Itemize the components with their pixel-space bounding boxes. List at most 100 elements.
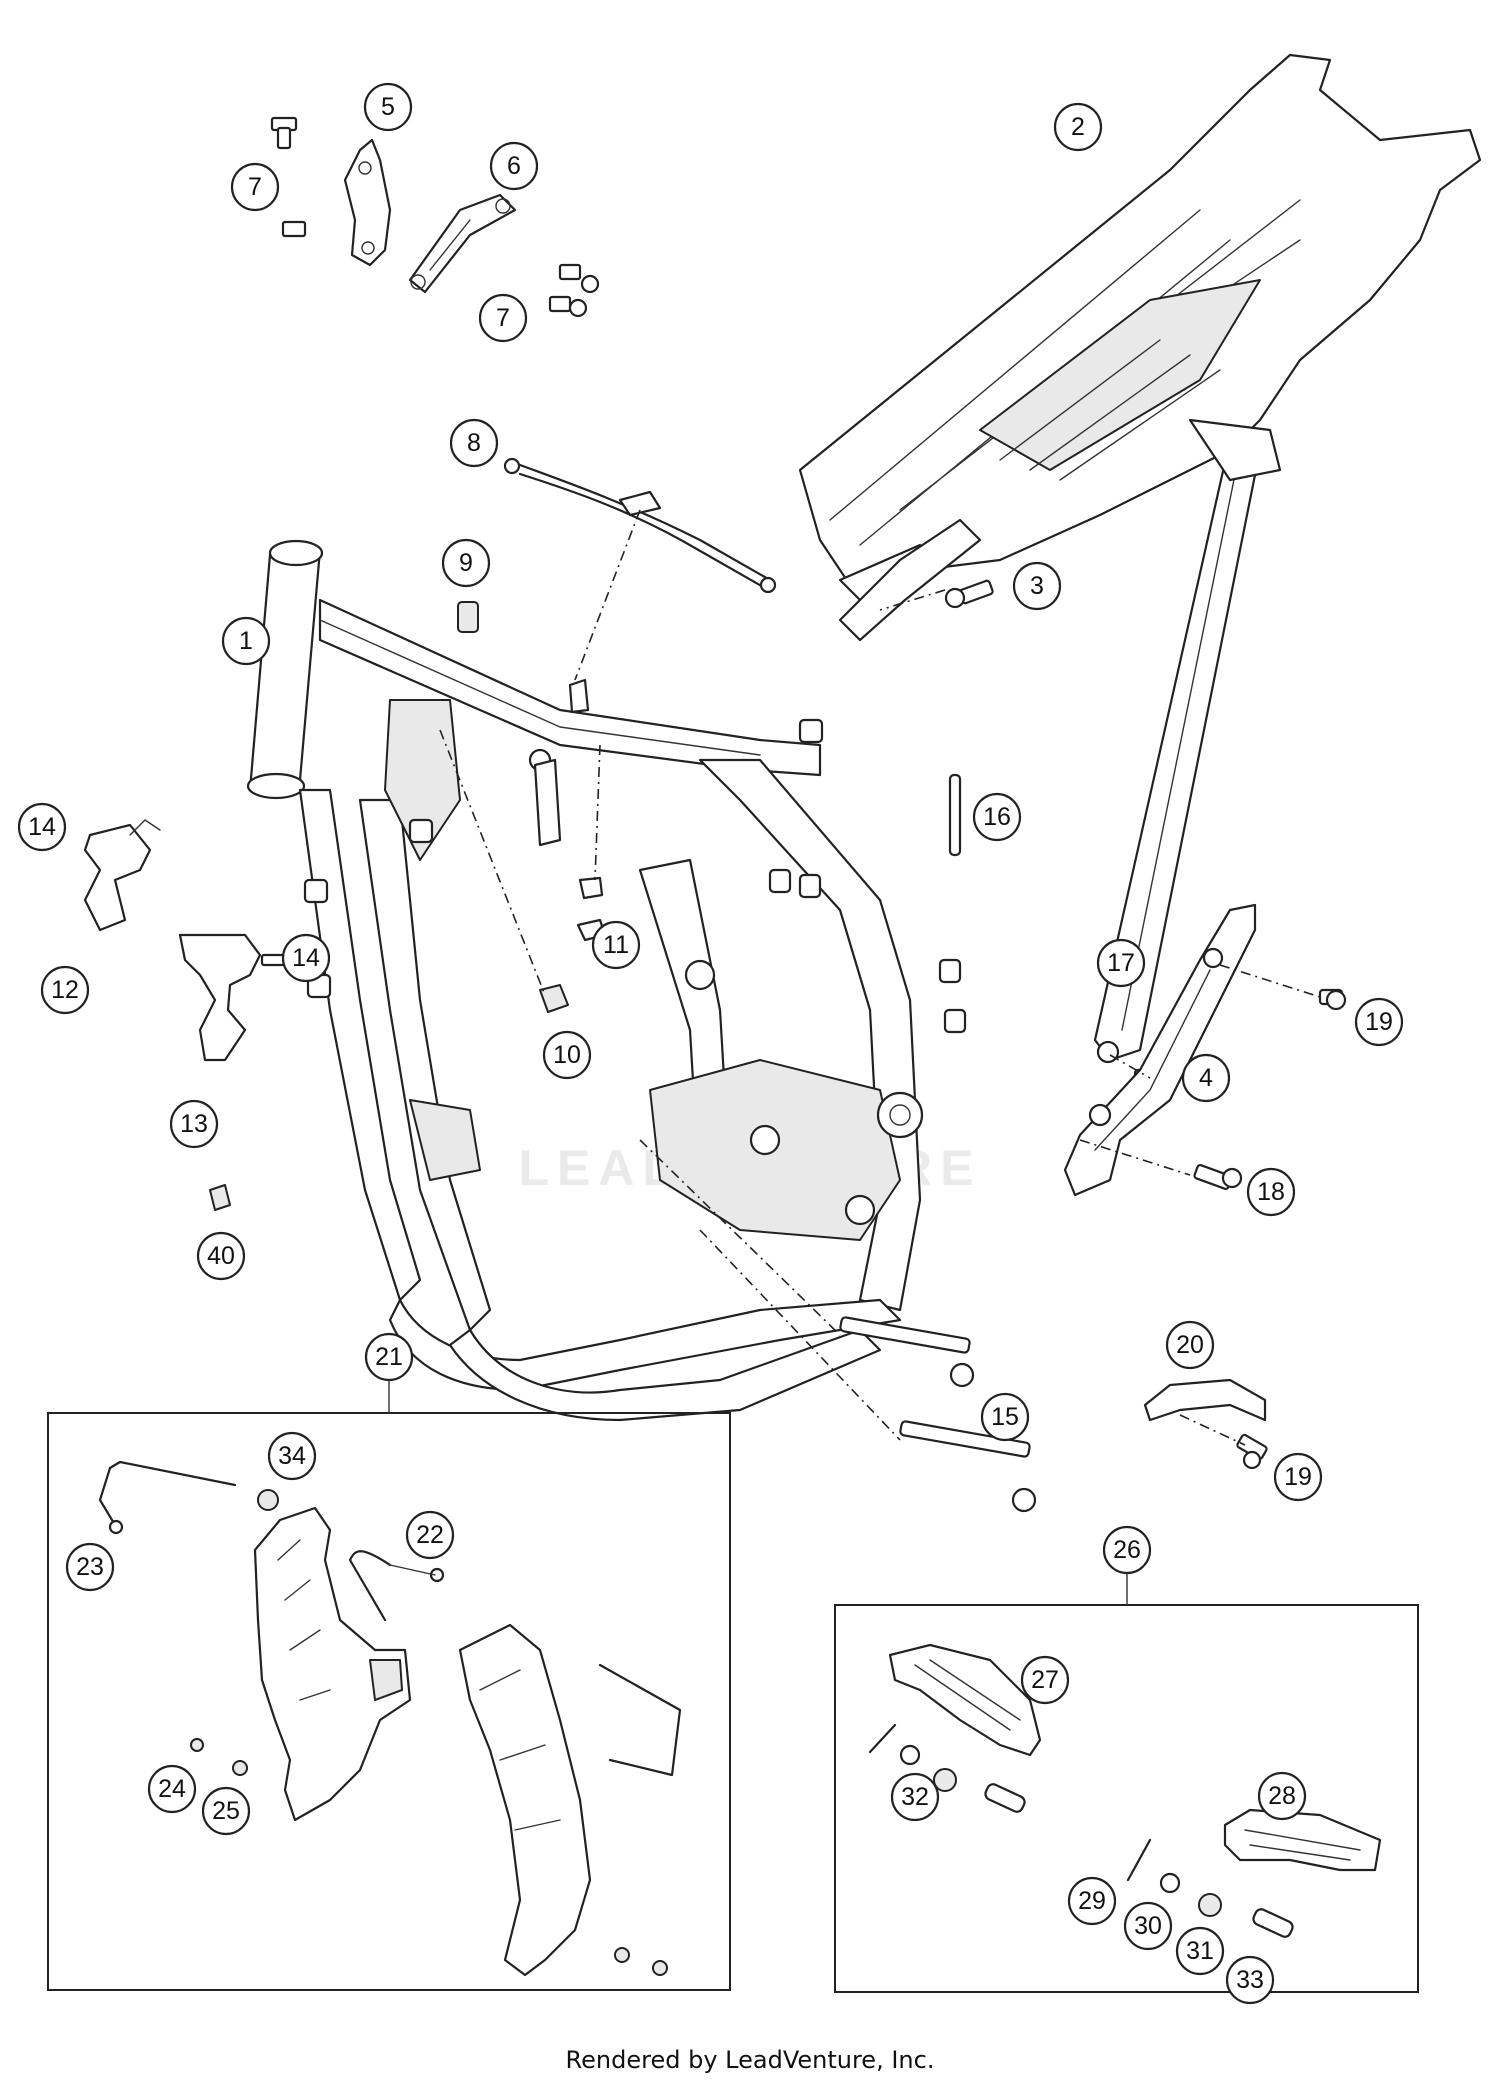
callout-9: 9 xyxy=(441,538,491,588)
svg-text:40: 40 xyxy=(207,1242,235,1270)
svg-text:13: 13 xyxy=(180,1110,208,1138)
callout-31: 31 xyxy=(1175,1926,1225,1976)
callout-26: 26 xyxy=(1102,1525,1152,1575)
callout-21: 21 xyxy=(364,1332,414,1382)
svg-text:14: 14 xyxy=(28,813,56,841)
part-bolt-18 xyxy=(1193,1164,1243,1190)
svg-text:26: 26 xyxy=(1113,1536,1141,1564)
callout-16: 16 xyxy=(972,792,1022,842)
callout-6: 6 xyxy=(489,141,539,191)
part-nut-bottom-a xyxy=(614,1947,630,1963)
callout-8: 8 xyxy=(449,418,499,468)
svg-text:9: 9 xyxy=(459,549,473,577)
part-bracket-5 xyxy=(343,138,392,267)
callout-20: 20 xyxy=(1165,1320,1215,1370)
svg-text:33: 33 xyxy=(1236,1966,1264,1994)
svg-text:8: 8 xyxy=(467,429,481,457)
svg-text:27: 27 xyxy=(1031,1666,1059,1694)
part-clip-10 xyxy=(539,984,569,1013)
callout-29: 29 xyxy=(1067,1876,1117,1926)
part-main-frame xyxy=(246,539,967,1422)
callout-7b: 7 xyxy=(478,293,528,343)
callout-2: 2 xyxy=(1053,102,1103,152)
callout-4: 4 xyxy=(1181,1053,1231,1103)
svg-text:14: 14 xyxy=(292,944,320,972)
callout-23: 23 xyxy=(65,1542,115,1592)
part-screw-24 xyxy=(190,1738,204,1752)
svg-text:7: 7 xyxy=(248,173,262,201)
part-wire-right xyxy=(598,1663,682,1777)
callout-22: 22 xyxy=(405,1510,455,1560)
part-guide-20 xyxy=(1143,1378,1267,1422)
leader-lines xyxy=(439,509,1321,1446)
callout-30: 30 xyxy=(1123,1901,1173,1951)
svg-text:1: 1 xyxy=(239,627,253,655)
svg-text:18: 18 xyxy=(1257,1178,1285,1206)
callout-10: 10 xyxy=(542,1030,592,1080)
part-bolt-3 xyxy=(944,579,994,609)
svg-text:29: 29 xyxy=(1078,1887,1106,1915)
callout-3: 3 xyxy=(1012,561,1062,611)
part-rear-subframe xyxy=(798,53,1482,1064)
part-wire-22 xyxy=(348,1550,445,1622)
callout-33: 33 xyxy=(1225,1955,1275,2005)
callout-19b: 19 xyxy=(1273,1452,1323,1502)
svg-text:20: 20 xyxy=(1176,1331,1204,1359)
callout-7a: 7 xyxy=(230,162,280,212)
callout-12: 12 xyxy=(40,965,90,1015)
callout-15: 15 xyxy=(980,1392,1030,1442)
callout-25: 25 xyxy=(201,1786,251,1836)
part-chain-guide-17 xyxy=(1063,903,1257,1197)
part-wire-23 xyxy=(98,1460,237,1535)
svg-text:21: 21 xyxy=(375,1343,403,1371)
part-footpeg-27 xyxy=(888,1643,1042,1757)
callout-14b: 14 xyxy=(281,933,331,983)
callout-27: 27 xyxy=(1020,1655,1070,1705)
part-nut-25 xyxy=(232,1760,248,1776)
svg-text:22: 22 xyxy=(416,1521,444,1549)
callout-32: 32 xyxy=(890,1772,940,1822)
callout-28: 28 xyxy=(1257,1771,1307,1821)
callout-11: 11 xyxy=(591,920,641,970)
callout-14a: 14 xyxy=(17,802,67,852)
svg-text:24: 24 xyxy=(158,1775,186,1803)
svg-text:7: 7 xyxy=(496,304,510,332)
callout-24: 24 xyxy=(147,1764,197,1814)
part-axle-bolt-15 xyxy=(839,1316,1037,1513)
callout-40: 40 xyxy=(196,1231,246,1281)
callout-19a: 19 xyxy=(1354,997,1404,1047)
callout-18: 18 xyxy=(1246,1167,1296,1217)
part-cable-strap-8 xyxy=(503,457,777,594)
svg-text:10: 10 xyxy=(553,1041,581,1069)
part-cable-guide-13 xyxy=(178,933,298,1062)
callout-5: 5 xyxy=(363,82,413,132)
svg-text:30: 30 xyxy=(1134,1912,1162,1940)
part-footpeg-28 xyxy=(1223,1808,1382,1872)
svg-text:19: 19 xyxy=(1284,1463,1312,1491)
svg-text:17: 17 xyxy=(1107,949,1135,977)
part-footpeg-hardware-left xyxy=(868,1723,1026,1813)
svg-text:15: 15 xyxy=(991,1403,1019,1431)
svg-text:28: 28 xyxy=(1268,1782,1296,1810)
part-footpeg-hardware-right xyxy=(1126,1838,1294,1938)
svg-text:6: 6 xyxy=(507,152,521,180)
part-frame-protector-right xyxy=(458,1623,592,1977)
callout-34: 34 xyxy=(267,1431,317,1481)
callout-13: 13 xyxy=(169,1099,219,1149)
svg-text:32: 32 xyxy=(901,1783,929,1811)
svg-text:3: 3 xyxy=(1030,572,1044,600)
svg-text:11: 11 xyxy=(603,931,629,959)
svg-text:12: 12 xyxy=(51,976,79,1004)
part-pin-16 xyxy=(948,773,962,857)
svg-text:19: 19 xyxy=(1365,1008,1393,1036)
part-bracket-6 xyxy=(408,193,517,294)
callout-1: 1 xyxy=(221,616,271,666)
svg-text:34: 34 xyxy=(278,1442,306,1470)
svg-text:16: 16 xyxy=(983,803,1011,831)
svg-text:2: 2 xyxy=(1071,113,1085,141)
render-credit-footer: Rendered by LeadVenture, Inc. xyxy=(565,2046,935,2074)
svg-text:23: 23 xyxy=(76,1553,104,1581)
part-nut-40 xyxy=(209,1184,231,1211)
part-nut-34 xyxy=(257,1489,279,1511)
